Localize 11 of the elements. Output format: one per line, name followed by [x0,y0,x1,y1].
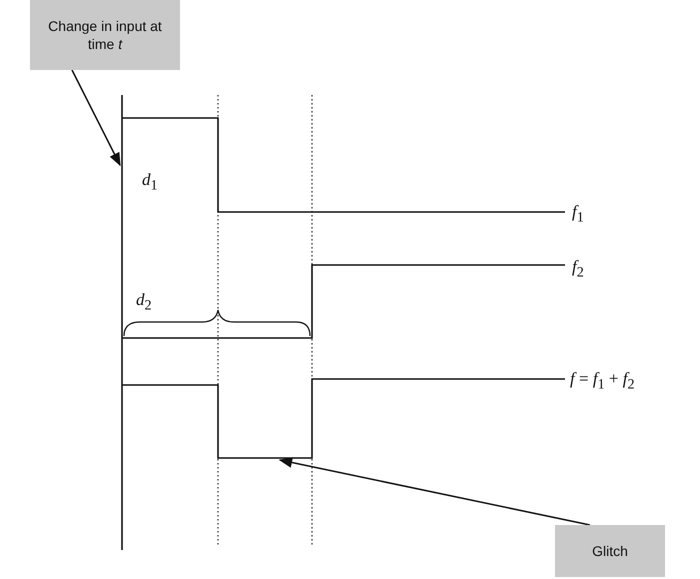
callout-text: Glitch [592,542,628,560]
callout-box [30,0,180,70]
delay-label: d$_{2}$ [136,290,152,314]
signal-label: f$_{1}$ [572,202,584,226]
delay-label: d$_{1}$ [142,170,158,194]
signal-label: f = f$_{1}$ + f$_{2}$ [570,369,635,394]
leader-arrow [71,70,121,166]
signal-label: f$_{2}$ [572,257,584,282]
callout-text: Change in input at time t [47,17,163,53]
callout-box [555,525,665,577]
leader-arrow [278,457,590,526]
